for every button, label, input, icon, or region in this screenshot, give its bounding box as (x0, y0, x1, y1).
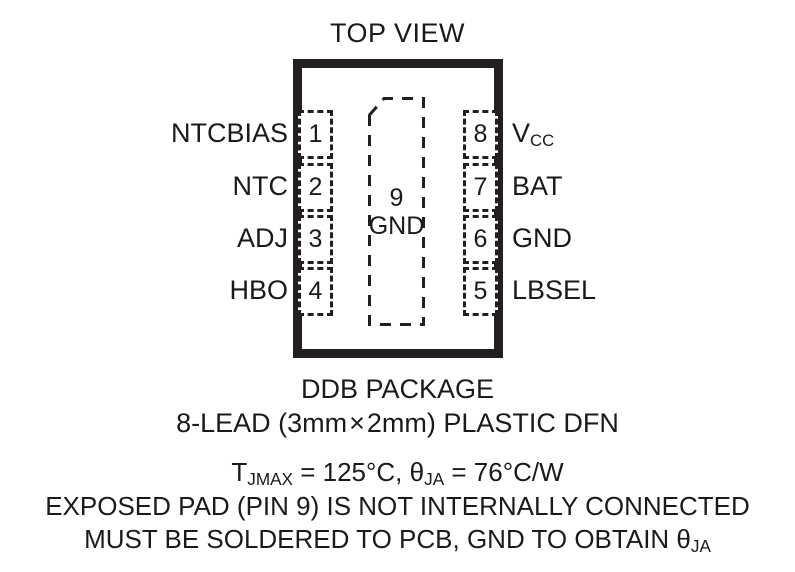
tjmax-subscript: JMAX (247, 469, 293, 490)
pin-pad-2[interactable]: 2 (298, 163, 333, 212)
pin-pad-5[interactable]: 5 (463, 267, 498, 316)
theta-ja-value: = 76°C/W (444, 457, 564, 487)
tjmax-symbol: T (231, 457, 248, 487)
theta-ja-symbol: θ (409, 457, 425, 487)
pin-label-ntc: NTC (232, 171, 289, 201)
exposed-pad-outline[interactable]: 9 GND (368, 97, 425, 326)
exposed-pad-note-line-1: EXPOSED PAD (PIN 9) IS NOT INTERNALLY CO… (45, 491, 750, 521)
exposed-pad-label-group: 9 GND (368, 97, 425, 326)
pin-pad-8[interactable]: 8 (463, 110, 498, 159)
exposed-pad-note-line-2-text: MUST BE SOLDERED TO PCB, GND TO OBTAIN (84, 524, 677, 554)
pin-pad-7[interactable]: 7 (463, 163, 498, 212)
pin-pad-4[interactable]: 4 (298, 267, 333, 316)
pin-pad-3[interactable]: 3 (298, 215, 333, 264)
thermal-spec-caption: TJMAX = 125°C, θJA = 76°C/W (0, 457, 795, 490)
note-theta-subscript: JA (690, 536, 711, 557)
exposed-pad-note-line-2: MUST BE SOLDERED TO PCB, GND TO OBTAIN θ… (0, 524, 795, 557)
pin-pad-6[interactable]: 6 (463, 215, 498, 264)
lead-description-part-a: 8-LEAD (3mm (176, 408, 348, 438)
tjmax-value: = 125°C, (293, 457, 410, 487)
pin-label-bat: BAT (512, 171, 563, 201)
pin-label-gnd: GND (512, 223, 572, 253)
package-diagram: 1 2 3 4 8 7 6 5 9 GND (293, 59, 503, 358)
pin-label-vcc-base: V (512, 118, 531, 148)
package-name-caption: DDB PACKAGE (300, 374, 495, 404)
lead-description-part-b: 2mm) PLASTIC DFN (366, 408, 619, 438)
pin-label-adj: ADJ (236, 223, 288, 253)
theta-ja-subscript: JA (424, 469, 445, 490)
pin-pad-1[interactable]: 1 (298, 110, 333, 159)
note-theta-symbol: θ (676, 524, 691, 554)
multiplication-sign: × (349, 408, 365, 438)
pin-label-hbo: HBO (229, 275, 288, 305)
exposed-pad-net: GND (368, 211, 425, 240)
pin-label-lbsel: LBSEL (512, 275, 597, 305)
pin-label-vcc-subscript: CC (530, 130, 555, 150)
lead-description-caption: 8-LEAD (3mm×2mm) PLASTIC DFN (0, 408, 795, 439)
exposed-pad-shape (368, 97, 425, 326)
page-title: TOP VIEW (329, 18, 466, 48)
exposed-pad-number: 9 (389, 183, 404, 212)
pin-label-vcc: VCC (512, 118, 555, 150)
pin-label-ntcbias: NTCBIAS (170, 118, 288, 148)
